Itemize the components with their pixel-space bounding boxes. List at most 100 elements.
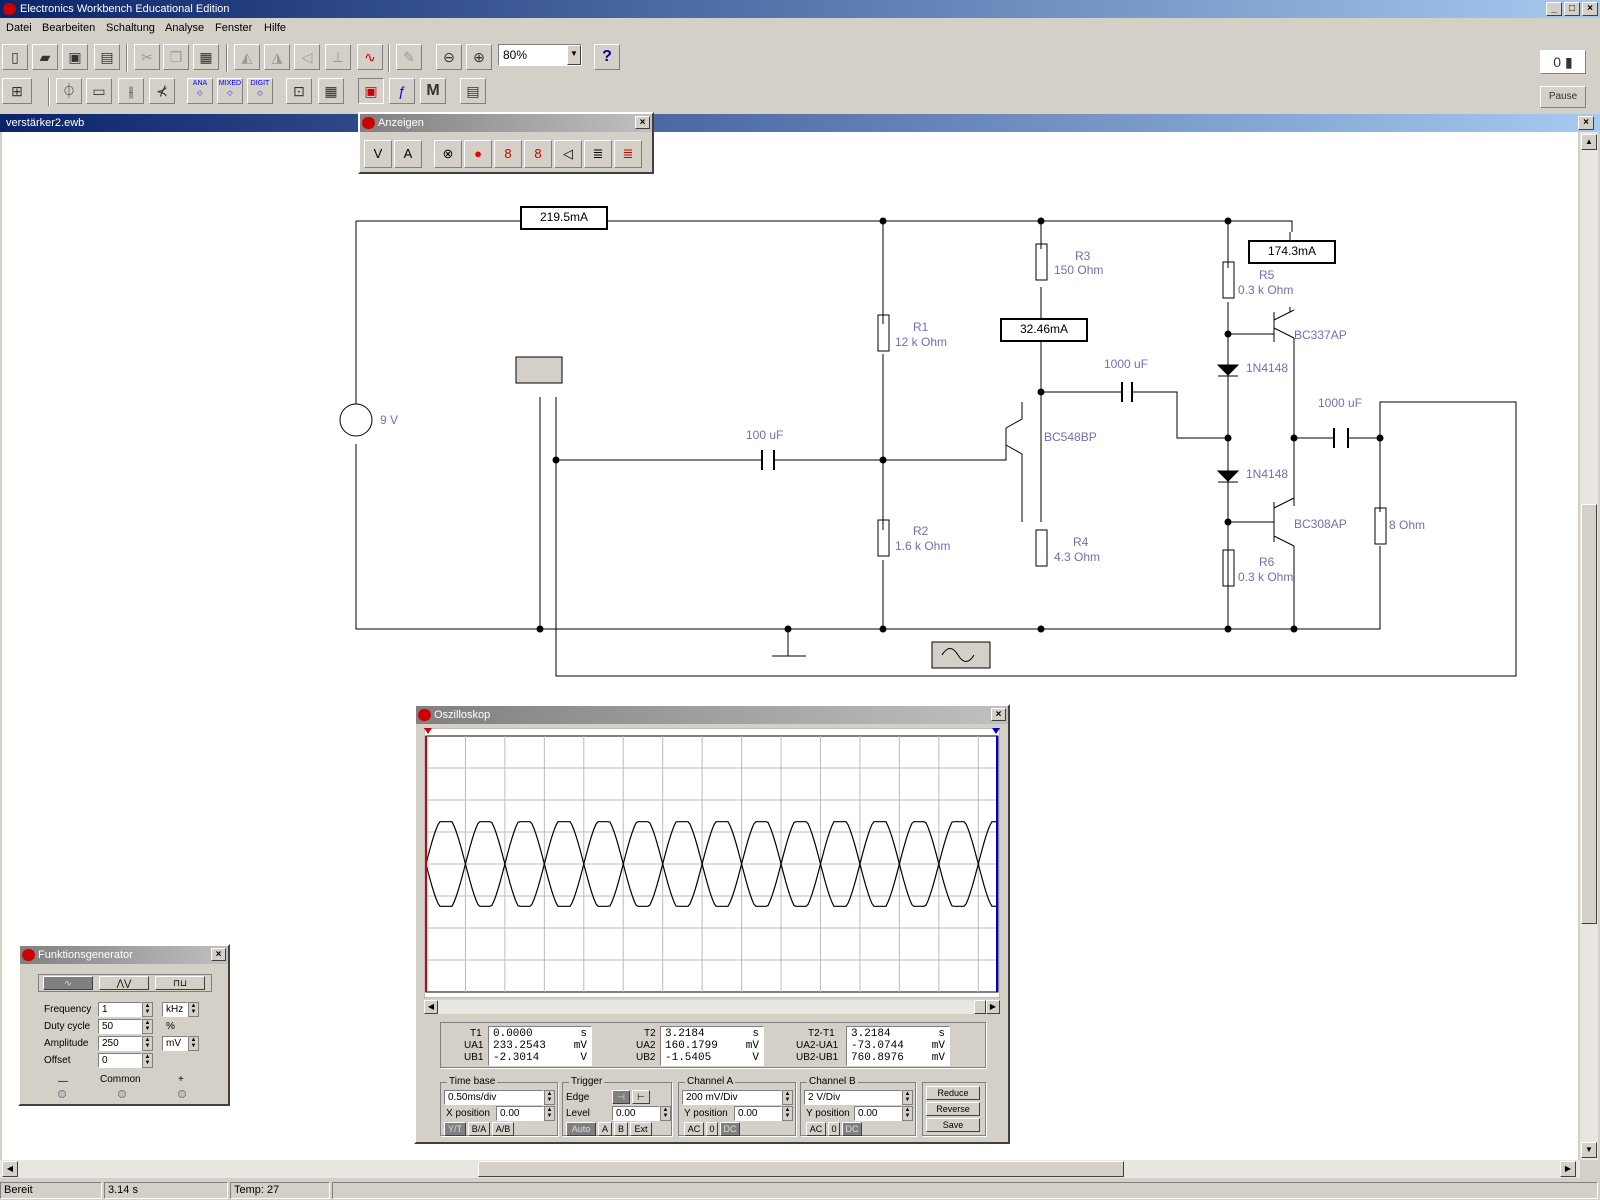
square-wave-icon[interactable]: ⊓⊔	[155, 976, 205, 990]
plus-terminal[interactable]	[178, 1090, 186, 1098]
miscellaneous-icon[interactable]: M	[420, 78, 446, 104]
logic-gates-icon[interactable]: ⊡	[286, 78, 312, 104]
digital-icon[interactable]: ▦	[318, 78, 344, 104]
chevron-down-icon[interactable]: ▼	[567, 45, 581, 65]
transistors-icon[interactable]: ⊀	[149, 78, 175, 104]
help-button[interactable]: ?	[594, 44, 620, 70]
menu-fenster[interactable]: Fenster	[215, 22, 253, 34]
channel-b-scale-spinner[interactable]: ▲▼	[902, 1090, 913, 1105]
timebase-field[interactable]: 0.50ms/div	[444, 1090, 544, 1105]
reverse-button[interactable]: Reverse	[926, 1102, 980, 1116]
frequency-unit-field[interactable]: kHz	[162, 1002, 188, 1017]
oscilloscope-close-button[interactable]: ×	[991, 708, 1006, 721]
zoom-out-icon[interactable]: ⊖	[436, 44, 462, 70]
flip-vertical-icon[interactable]: ◁	[294, 44, 320, 70]
probe-icon[interactable]: ●	[464, 140, 492, 168]
new-file-icon[interactable]: ▯	[2, 44, 28, 70]
sources-icon[interactable]: ⏀	[56, 78, 82, 104]
cut-icon[interactable]: ✂	[134, 44, 160, 70]
level-spinner[interactable]: ▲▼	[660, 1106, 671, 1121]
lamp-icon[interactable]: ⊗	[434, 140, 462, 168]
graph-icon[interactable]: ∿	[357, 44, 383, 70]
trigger-ext-button[interactable]: Ext	[630, 1122, 652, 1136]
buzzer-icon[interactable]: ◁	[554, 140, 582, 168]
close-button[interactable]: ×	[1582, 2, 1598, 16]
duty-field[interactable]: 50	[98, 1019, 142, 1034]
scope-scrollbar[interactable]: ◀ ▶	[424, 1000, 1000, 1014]
offset-spinner[interactable]: ▲▼	[142, 1053, 153, 1068]
channel-b-zero-button[interactable]: 0	[828, 1122, 840, 1136]
document-close-button[interactable]: ×	[1578, 116, 1594, 130]
edge-rising-icon[interactable]: ⊣	[612, 1090, 630, 1104]
open-folder-icon[interactable]: ▰	[32, 44, 58, 70]
analog-ics-icon[interactable]: ANA◇	[187, 78, 213, 104]
vertical-scroll-thumb[interactable]	[1581, 504, 1597, 924]
menu-schaltung[interactable]: Schaltung	[106, 22, 155, 34]
digital-ics-icon[interactable]: DIGIT◇	[247, 78, 273, 104]
seven-segment-icon[interactable]: 8	[524, 140, 552, 168]
frequency-spinner[interactable]: ▲▼	[142, 1002, 153, 1017]
channel-a-scale-spinner[interactable]: ▲▼	[782, 1090, 793, 1105]
amplitude-unit-spinner[interactable]: ▲▼	[188, 1036, 199, 1051]
copy-icon[interactable]: ❐	[163, 44, 189, 70]
scroll-up-icon[interactable]: ▲	[1581, 134, 1597, 150]
frequency-field[interactable]: 1	[98, 1002, 142, 1017]
mode-ab-button[interactable]: A/B	[492, 1122, 514, 1136]
xpos-field[interactable]: 0.00	[496, 1106, 544, 1121]
indicators-icon[interactable]: ▣	[358, 78, 384, 104]
decoded-display-icon[interactable]: 8	[494, 140, 522, 168]
channel-b-scale-field[interactable]: 2 V/Div	[804, 1090, 902, 1105]
trigger-auto-button[interactable]: Auto	[566, 1122, 596, 1136]
amplitude-field[interactable]: 250	[98, 1036, 142, 1051]
channel-b-dc-button[interactable]: DC	[842, 1122, 862, 1136]
zoom-in-icon[interactable]: ⊕	[466, 44, 492, 70]
maximize-button[interactable]: □	[1564, 2, 1580, 16]
ammeter-2[interactable]: 174.3mA	[1248, 240, 1336, 264]
channel-a-ac-button[interactable]: AC	[684, 1122, 704, 1136]
amplitude-spinner[interactable]: ▲▼	[142, 1036, 153, 1051]
ammeter-1[interactable]: 219.5mA	[520, 206, 608, 230]
scroll-left-icon[interactable]: ◀	[2, 1161, 18, 1177]
menu-bearbeiten[interactable]: Bearbeiten	[42, 22, 96, 34]
sine-wave-icon[interactable]: ∿	[43, 976, 93, 990]
decoded-bargraph-icon[interactable]: ≣	[614, 140, 642, 168]
mixed-ics-icon[interactable]: MIXED◇	[217, 78, 243, 104]
ammeter-3[interactable]: 32.46mA	[1000, 318, 1088, 342]
trigger-a-button[interactable]: A	[598, 1122, 612, 1136]
scroll-down-icon[interactable]: ▼	[1581, 1142, 1597, 1158]
channel-b-ypos-spinner[interactable]: ▲▼	[902, 1106, 913, 1121]
channel-a-ypos-field[interactable]: 0.00	[734, 1106, 782, 1121]
reduce-button[interactable]: Reduce	[926, 1086, 980, 1100]
anzeigen-close-button[interactable]: ×	[635, 116, 650, 129]
minimize-button[interactable]: _	[1546, 2, 1562, 16]
level-field[interactable]: 0.00	[612, 1106, 660, 1121]
favorites-icon[interactable]: ⊞	[2, 78, 32, 104]
subcircuit-icon[interactable]: ⊥	[325, 44, 351, 70]
mode-yt-button[interactable]: Y/T	[444, 1122, 466, 1136]
power-switch-icon[interactable]: 0 ▮	[1540, 50, 1586, 74]
voltmeter-icon[interactable]: V	[364, 140, 392, 168]
diodes-icon[interactable]: ⫲	[118, 78, 144, 104]
horizontal-scroll-thumb[interactable]	[478, 1161, 1124, 1177]
menu-analyse[interactable]: Analyse	[165, 22, 205, 34]
pause-button[interactable]: Pause	[1540, 86, 1586, 108]
amplitude-unit-field[interactable]: mV	[162, 1036, 188, 1051]
instruments-icon[interactable]: ▤	[460, 78, 486, 104]
channel-a-scale-field[interactable]: 200 mV/Div	[682, 1090, 782, 1105]
channel-a-zero-button[interactable]: 0	[706, 1122, 718, 1136]
save-button[interactable]: Save	[926, 1118, 980, 1132]
vertical-scrollbar[interactable]: ▲ ▼	[1580, 132, 1598, 1160]
xpos-spinner[interactable]: ▲▼	[544, 1106, 555, 1121]
zoom-select[interactable]: 80% ▼	[498, 44, 582, 66]
bargraph-icon[interactable]: ≣	[584, 140, 612, 168]
channel-a-ypos-spinner[interactable]: ▲▼	[782, 1106, 793, 1121]
common-terminal[interactable]	[118, 1090, 126, 1098]
paste-icon[interactable]: ▦	[193, 44, 219, 70]
flip-horizontal-icon[interactable]: ◮	[264, 44, 290, 70]
scroll-right-icon[interactable]: ▶	[1560, 1161, 1576, 1177]
timebase-spinner[interactable]: ▲▼	[544, 1090, 555, 1105]
mode-ba-button[interactable]: B/A	[468, 1122, 490, 1136]
trigger-b-button[interactable]: B	[614, 1122, 628, 1136]
minus-terminal[interactable]	[58, 1090, 66, 1098]
print-icon[interactable]: ▤	[94, 44, 120, 70]
